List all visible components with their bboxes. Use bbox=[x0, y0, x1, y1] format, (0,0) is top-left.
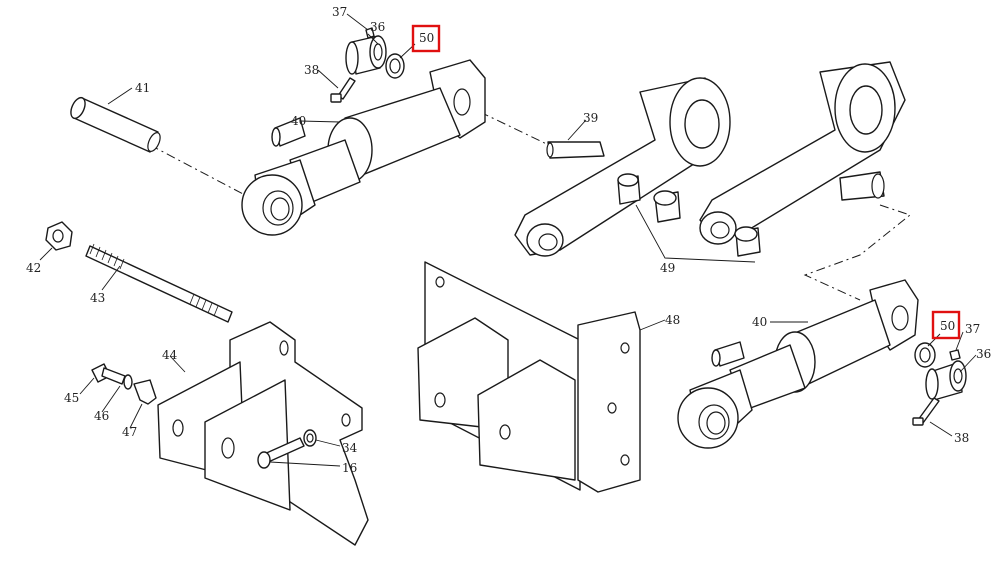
callout-43: 43 bbox=[90, 291, 105, 305]
lever-right bbox=[699, 61, 906, 245]
highlight-50-lower bbox=[931, 310, 961, 340]
callout-36-lower: 36 bbox=[976, 347, 991, 361]
upper-cylinder-40 bbox=[241, 59, 486, 236]
threaded-rod-43 bbox=[45, 221, 233, 323]
lever-39 bbox=[514, 77, 731, 257]
callout-39: 39 bbox=[583, 111, 598, 125]
callout-37-upper: 37 bbox=[332, 5, 347, 19]
callout-45: 45 bbox=[64, 391, 79, 405]
highlight-boxes bbox=[411, 24, 961, 340]
callout-38-lower: 38 bbox=[954, 431, 969, 445]
mounting-plate-48 bbox=[417, 261, 641, 493]
callout-50-lower: 50 bbox=[940, 319, 955, 333]
bracket-44 bbox=[157, 321, 369, 546]
callout-37-lower: 37 bbox=[965, 322, 980, 336]
callout-47: 47 bbox=[122, 425, 137, 439]
callout-46: 46 bbox=[94, 409, 109, 423]
callout-50-upper: 50 bbox=[419, 31, 434, 45]
pin-41 bbox=[70, 96, 161, 153]
callout-38-upper: 38 bbox=[304, 63, 319, 77]
callout-40-upper: 40 bbox=[291, 114, 306, 128]
callout-36-upper: 36 bbox=[370, 20, 385, 34]
fasteners-45-47 bbox=[91, 363, 157, 405]
callout-44: 44 bbox=[162, 348, 178, 362]
callout-labels: 37 36 50 38 41 40 39 42 43 44 45 46 47 3… bbox=[26, 5, 991, 475]
bushings-49 bbox=[617, 173, 761, 263]
bolt-16 bbox=[257, 429, 317, 469]
callout-40-lower: 40 bbox=[752, 315, 767, 329]
highlight-50-upper bbox=[411, 24, 441, 53]
callout-34: 34 bbox=[342, 441, 358, 455]
callout-42: 42 bbox=[26, 261, 41, 275]
center-lines bbox=[149, 111, 912, 301]
callout-49: 49 bbox=[660, 261, 675, 275]
lower-bushing-group bbox=[912, 342, 967, 426]
callout-41: 41 bbox=[135, 81, 150, 95]
leader-lines bbox=[39, 13, 977, 467]
lower-cylinder-40 bbox=[677, 279, 919, 449]
callout-16: 16 bbox=[342, 461, 357, 475]
callout-48: 48 bbox=[665, 313, 680, 327]
upper-bushing-group bbox=[330, 27, 405, 103]
